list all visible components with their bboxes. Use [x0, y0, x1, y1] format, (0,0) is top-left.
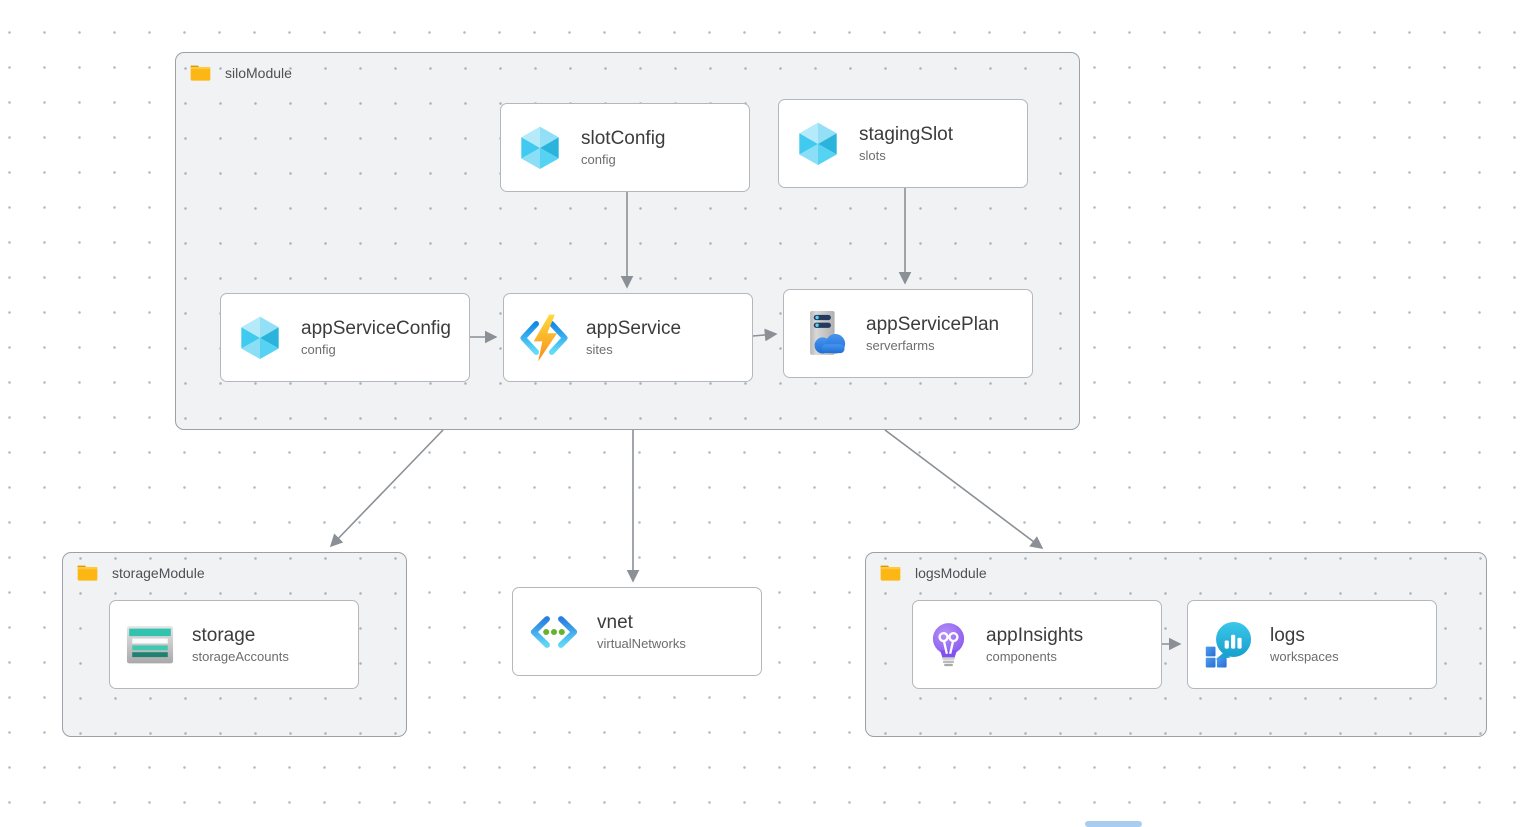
node-appServiceConfig[interactable]: appServiceConfig config — [220, 293, 470, 382]
cube-icon — [794, 119, 842, 169]
node-subtitle: components — [986, 649, 1057, 665]
node-title: appInsights — [986, 624, 1084, 646]
module-header: storageModule — [76, 563, 205, 582]
cube-icon — [236, 313, 284, 363]
node-logs[interactable]: logs workspaces — [1187, 600, 1437, 689]
module-label: storageModule — [112, 564, 205, 581]
node-title: stagingSlot — [859, 123, 954, 145]
module-header: siloModule — [189, 63, 292, 82]
virtual-network-icon — [528, 606, 580, 658]
folder-icon — [879, 563, 902, 582]
app-insights-icon — [928, 620, 969, 670]
app-service-icon — [519, 313, 569, 363]
node-appInsights[interactable]: appInsights components — [912, 600, 1162, 689]
node-subtitle: config — [581, 152, 616, 168]
edge-siloModule-storageModule — [329, 429, 444, 548]
folder-icon — [76, 563, 99, 582]
node-subtitle: virtualNetworks — [597, 636, 686, 652]
node-title: logs — [1270, 624, 1305, 646]
node-title: slotConfig — [581, 127, 666, 149]
module-label: logsModule — [915, 564, 987, 581]
log-workspace-icon — [1203, 620, 1253, 670]
node-subtitle: config — [301, 342, 336, 358]
node-storage[interactable]: storage storageAccounts — [109, 600, 359, 689]
node-title: appServicePlan — [866, 313, 1000, 335]
node-slotConfig[interactable]: slotConfig config — [500, 103, 750, 192]
node-subtitle: serverfarms — [866, 338, 935, 354]
node-title: storage — [192, 624, 256, 646]
horizontal-scrollbar-thumb[interactable] — [1085, 821, 1142, 827]
node-appService[interactable]: appService sites — [503, 293, 753, 382]
cube-icon — [516, 123, 564, 173]
node-title: appServiceConfig — [301, 317, 451, 339]
node-vnet[interactable]: vnet virtualNetworks — [512, 587, 762, 676]
node-subtitle: storageAccounts — [192, 649, 289, 665]
edge-siloModule-logsModule — [884, 429, 1044, 549]
node-appServicePlan[interactable]: appServicePlan serverfarms — [783, 289, 1033, 378]
storage-account-icon — [125, 624, 175, 666]
node-subtitle: slots — [859, 148, 886, 164]
node-title: appService — [586, 317, 682, 339]
node-title: vnet — [597, 611, 633, 633]
node-subtitle: workspaces — [1270, 649, 1339, 665]
module-label: siloModule — [225, 64, 292, 81]
folder-icon — [189, 63, 212, 82]
module-header: logsModule — [879, 563, 987, 582]
server-farm-icon — [799, 309, 849, 359]
node-stagingSlot[interactable]: stagingSlot slots — [778, 99, 1028, 188]
node-subtitle: sites — [586, 342, 613, 358]
